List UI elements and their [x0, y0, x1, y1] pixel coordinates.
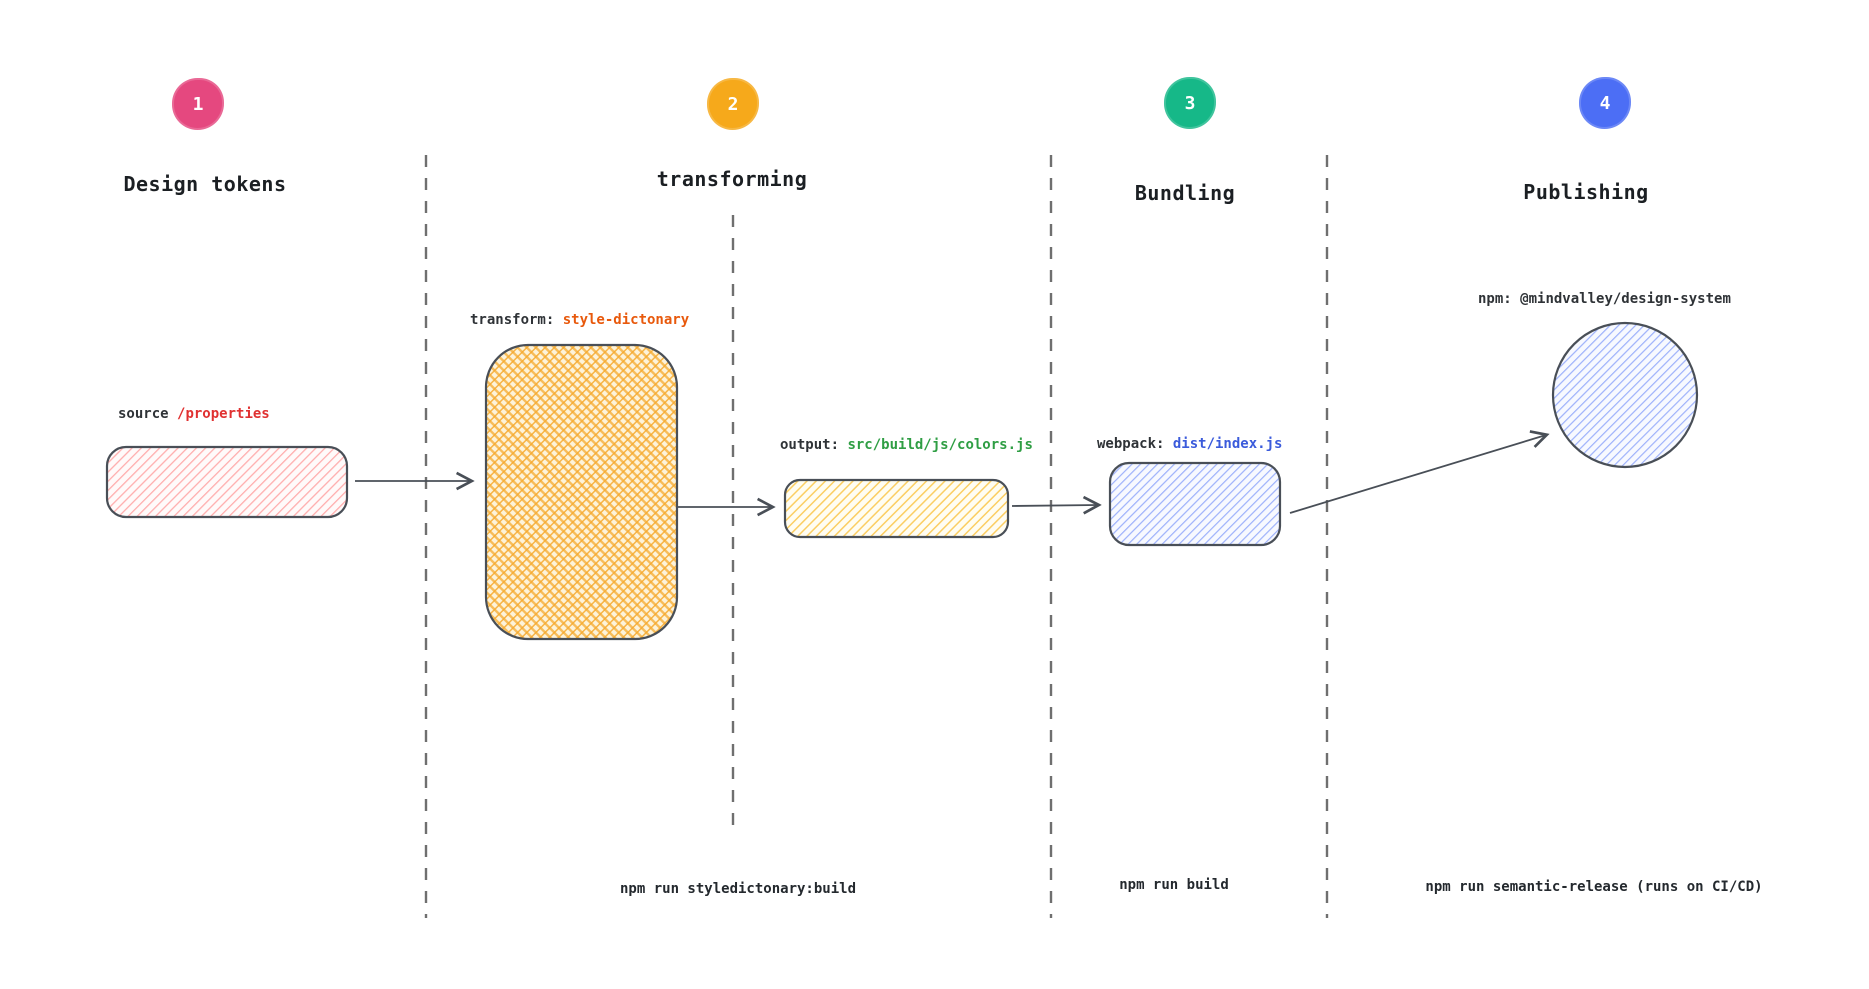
arrow-webpack-to-npm: [1289, 435, 1546, 514]
stage-4-badge: 4: [1579, 77, 1631, 129]
stage-2-title: transforming: [656, 167, 808, 191]
source-node-label: source /properties: [118, 406, 270, 422]
stage-4-title: Publishing: [1523, 180, 1649, 204]
stage-1-number: 1: [192, 93, 204, 115]
webpack-label-prefix: webpack:: [1097, 436, 1173, 452]
source-label-value: /properties: [177, 406, 270, 422]
transform-label-prefix: transform:: [470, 312, 563, 328]
npm-label-value: @mindvalley/design-system: [1520, 291, 1731, 307]
stage-3-badge: 3: [1164, 77, 1216, 129]
npm-label-prefix: npm:: [1478, 291, 1521, 307]
npm-package-node: [1551, 321, 1699, 469]
stage-1-title: Design tokens: [123, 172, 287, 196]
stage-2-command: npm run styledictonary:build: [619, 881, 857, 897]
output-label-value: src/build/js/colors.js: [847, 437, 1033, 453]
stage-2-badge: 2: [707, 78, 759, 130]
webpack-node-label: webpack: dist/index.js: [1097, 436, 1282, 452]
transform-label-value: style-dictonary: [562, 312, 690, 328]
style-dictionary-transform-node: [484, 343, 679, 641]
stage-3-number: 3: [1184, 92, 1196, 114]
webpack-bundle-node: [1108, 461, 1282, 547]
npm-node-label: npm: @mindvalley/design-system: [1478, 291, 1731, 307]
stage-2-number: 2: [727, 93, 739, 115]
source-properties-node: [105, 445, 349, 519]
arrow-output-to-webpack: [1011, 505, 1098, 506]
stage-4-number: 4: [1599, 92, 1611, 114]
stage-3-command: npm run build: [1119, 877, 1229, 893]
stage-4-command: npm run semantic-release (runs on CI/CD): [1425, 879, 1763, 895]
source-label-prefix: source: [118, 406, 178, 422]
stage-3-title: Bundling: [1134, 181, 1236, 205]
build-output-node: [783, 478, 1010, 539]
output-node-label: output: src/build/js/colors.js: [780, 437, 1033, 453]
webpack-label-value: dist/index.js: [1172, 436, 1283, 452]
output-label-prefix: output:: [780, 437, 848, 453]
stage-1-badge: 1: [172, 78, 224, 130]
transform-node-label: transform: style-dictonary: [470, 312, 689, 328]
